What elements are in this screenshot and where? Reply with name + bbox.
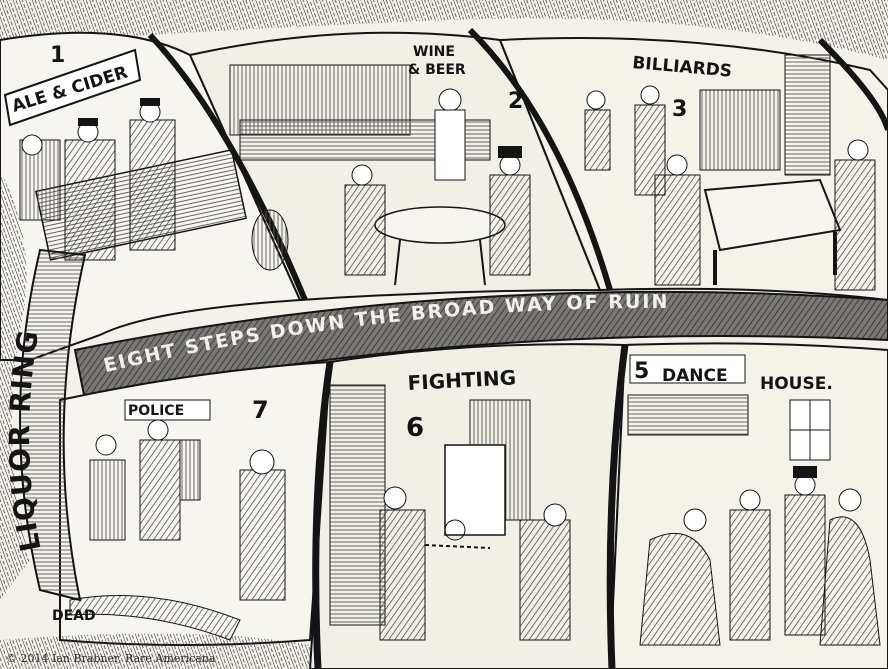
panel-2-title-line1: WINE <box>413 44 455 60</box>
panel-6-sign: FIGHTING 6 <box>406 365 517 443</box>
panel-5-sign: 5 DANCE HOUSE. <box>629 354 833 394</box>
panel-5-scene <box>627 394 881 646</box>
arch-divider-4 <box>312 361 334 669</box>
panel-5-number: 5 <box>634 359 649 384</box>
panel-3-number: 3 <box>672 97 687 122</box>
panel-2-scene <box>229 64 531 286</box>
dead-caption: DEAD <box>52 608 96 624</box>
panel-6-title: FIGHTING <box>407 365 517 395</box>
arch-divider-2 <box>467 27 613 291</box>
panel-2-number: 2 <box>508 89 523 114</box>
panel-1-scene <box>19 98 289 271</box>
panel-7-number: 7 <box>252 396 269 424</box>
side-ring-band <box>19 248 87 602</box>
panel-6-scene <box>329 384 571 641</box>
panel-2-title-line2: & BEER <box>408 62 466 78</box>
side-grass <box>0 170 30 600</box>
panel-1-number: 1 <box>50 43 65 68</box>
arch-divider-3 <box>817 37 888 131</box>
panel-6-number: 6 <box>406 413 424 443</box>
copyright-text: © 2014 Ian Brabner, Rare Americana <box>6 652 216 665</box>
panel-7-sign: POLICE 7 DEAD <box>52 396 269 624</box>
ground-bottom <box>0 633 310 669</box>
panel-7-title: POLICE <box>128 403 184 419</box>
ground-top <box>0 0 888 60</box>
panel-2-sign: WINE & BEER 2 <box>408 44 523 114</box>
arch-divider-5 <box>606 344 629 669</box>
panel-5-title-b: HOUSE. <box>760 374 833 394</box>
panel-3-scene <box>584 54 876 291</box>
panel-7-scene <box>69 419 286 641</box>
panel-5-title-a: DANCE <box>662 366 728 386</box>
